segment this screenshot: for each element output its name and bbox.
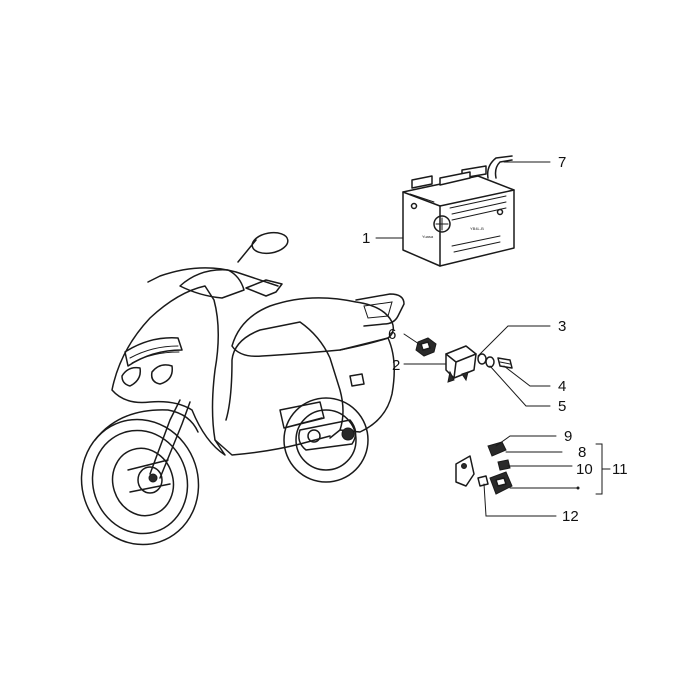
callout-12: 12 [562, 508, 579, 525]
callout-11: 11 [612, 461, 628, 478]
front-fork [149, 399, 191, 479]
terminal-cap [487, 441, 507, 457]
terminal-screw [477, 475, 489, 487]
handlebar [147, 231, 289, 299]
terminal-boot [455, 455, 475, 487]
battery-model-text: YB4L-B [470, 226, 484, 231]
battery: Yuasa YB4L-B [402, 165, 515, 267]
seat [231, 297, 395, 358]
engine-case [298, 419, 357, 451]
battery-brand-text: Yuasa [422, 234, 434, 239]
vent-tube [494, 159, 513, 179]
callout-9: 9 [564, 428, 572, 445]
callout-1: 1 [362, 230, 370, 247]
callout-2: 2 [392, 357, 400, 374]
front-wheel [80, 418, 200, 546]
headlight-vents [121, 337, 183, 387]
body-panel [225, 321, 344, 439]
callout-labels: 1 2 3 4 5 6 7 8 9 10 11 12 [362, 154, 628, 525]
washer-spring [485, 356, 495, 368]
scooter-illustration [80, 231, 405, 546]
terminal-clip [497, 459, 511, 471]
callout-3: 3 [558, 318, 566, 335]
rear-wheel [283, 397, 369, 483]
callout-5: 5 [558, 398, 566, 415]
callout-4: 4 [558, 378, 566, 395]
relay-assembly [415, 337, 513, 383]
terminal-assembly [455, 441, 513, 495]
rear-body [339, 337, 395, 433]
side-vent [279, 401, 325, 429]
callout-8: 8 [578, 444, 586, 461]
relay [445, 345, 477, 379]
callout-7: 7 [558, 154, 566, 171]
floorboard [214, 435, 331, 456]
callout-10: 10 [576, 461, 593, 478]
rear-rack [355, 293, 405, 327]
leader-lines [375, 161, 611, 517]
front-fender [94, 409, 199, 441]
callout-6: 6 [388, 326, 396, 343]
front-shield [111, 285, 226, 456]
